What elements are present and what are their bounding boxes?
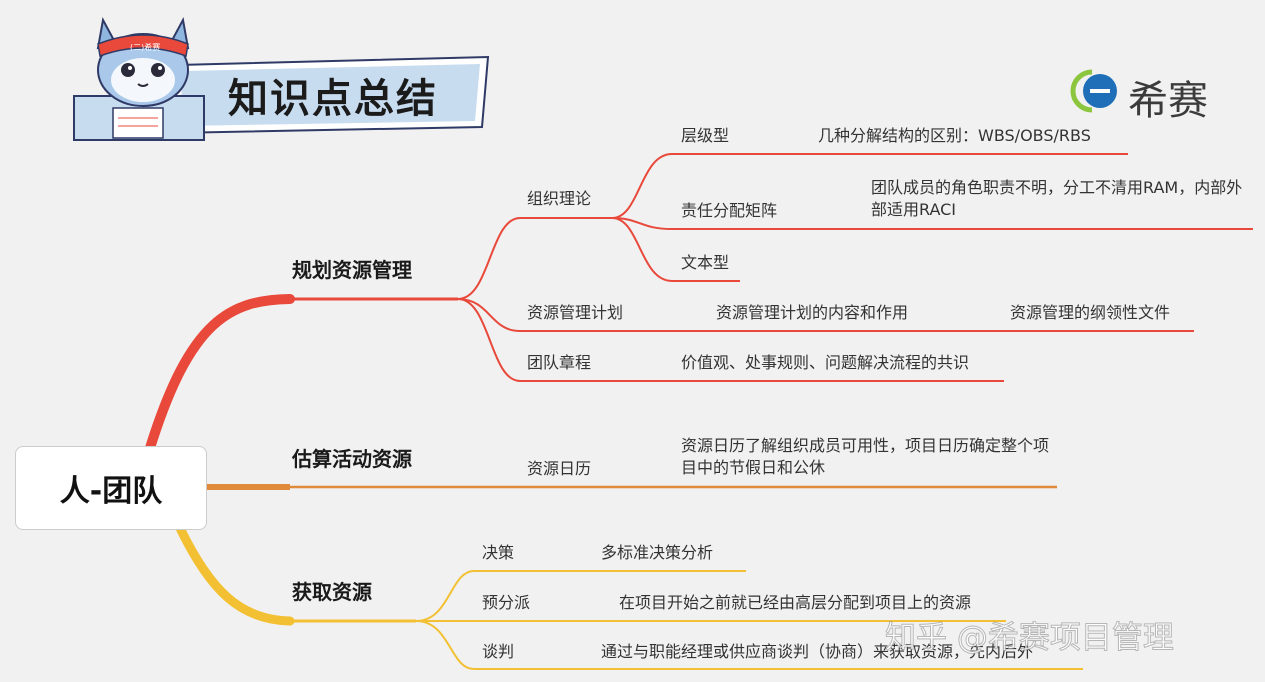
node-org-theory: 组织理论 [527, 189, 592, 208]
connector-planning-plan [457, 298, 1194, 332]
connector-org-ram [611, 217, 1253, 230]
node-decision-detail: 多标准决策分析 [601, 543, 714, 562]
node-team-charter-detail: 价值观、处事规则、问题解决流程的共识 [681, 353, 970, 372]
node-team-charter: 团队章程 [527, 353, 592, 372]
connector-org-text [611, 217, 740, 282]
branch-acquire-label: 获取资源 [292, 580, 372, 604]
node-preassignment-detail: 在项目开始之前就已经由高层分配到项目上的资源 [619, 593, 972, 612]
connector-root-acquire [175, 523, 295, 626]
node-decision: 决策 [482, 543, 515, 562]
branch-estimate-label: 估算活动资源 [292, 447, 412, 471]
node-preassignment: 预分派 [482, 593, 531, 612]
node-negotiation: 谈判 [482, 642, 515, 661]
node-ram: 责任分配矩阵 [681, 201, 778, 220]
node-text-type: 文本型 [681, 253, 730, 272]
connector-acquire-negotiate [415, 620, 1083, 670]
root-node: 人-团队 [15, 446, 207, 530]
node-hierarchical: 层级型 [681, 126, 730, 145]
node-resource-calendar-detail: 资源日历了解组织成员可用性，项目日历确定整个项目中的节假日和公休 [681, 436, 1050, 477]
node-hierarchical-detail: 几种分解结构的区别：WBS/OBS/RBS [818, 126, 1091, 145]
xisai-logo-icon [1070, 69, 1117, 113]
connector-planning-org [457, 217, 612, 300]
logo-text: 希赛 [1128, 78, 1208, 124]
node-resource-plan-detail2: 资源管理的纲领性文件 [1010, 303, 1171, 322]
mascot-badge: (二)希赛 [130, 42, 160, 52]
connector-org-hier [611, 153, 1128, 219]
watermark: 知乎 @希赛项目管理 [885, 620, 1175, 657]
cat-mascot-icon: (二)希赛 [73, 17, 205, 141]
node-ram-detail: 团队成员的角色职责不明，分工不清用RAM，内部外部适用RACI [871, 178, 1243, 219]
root-label: 人-团队 [59, 474, 163, 509]
node-negotiation-detail: 通过与职能经理或供应商谈判（协商）来获取资源，先内后外 [601, 642, 1034, 661]
connector-root-planning [145, 294, 295, 453]
node-resource-plan: 资源管理计划 [527, 303, 624, 322]
connector-planning-charter [457, 298, 1004, 382]
connector-acquire-decision [415, 570, 746, 622]
node-resource-plan-detail: 资源管理计划的内容和作用 [716, 303, 909, 322]
node-resource-calendar: 资源日历 [527, 459, 592, 478]
branch-planning-label: 规划资源管理 [292, 258, 412, 282]
page-title: 知识点总结 [228, 76, 438, 122]
